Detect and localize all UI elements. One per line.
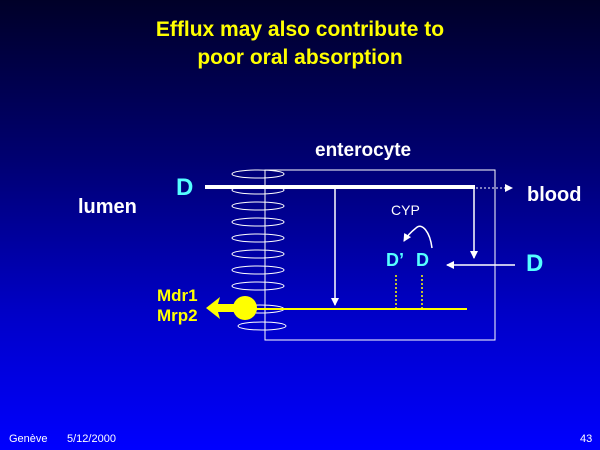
- drug-blood-label: D: [526, 250, 544, 277]
- cyp-metabolism-arrow: [403, 225, 433, 249]
- enterocyte-cell: [264, 169, 496, 341]
- title-line-1: Efflux may also contribute to: [155, 18, 445, 41]
- blood-label: blood: [527, 184, 582, 206]
- enterocyte-label: enterocyte: [315, 140, 412, 161]
- lumen-label: lumen: [78, 196, 137, 218]
- transporter-mdr1-label: Mdr1: [157, 286, 198, 305]
- slide-number: 43: [580, 433, 593, 445]
- footer-place: Genève: [9, 433, 48, 445]
- slide-title: Efflux may also contribute to poor oral …: [0, 16, 600, 72]
- drug-lumen-label: D: [176, 174, 194, 201]
- cyp-label: CYP: [391, 202, 420, 218]
- footer-date: 5/12/2000: [67, 433, 116, 445]
- drug-inner-label: D: [416, 250, 429, 270]
- efflux-pump-icon: [233, 296, 257, 320]
- transporter-mrp2-label: Mrp2: [157, 306, 198, 325]
- metabolite-label: D’: [386, 250, 404, 270]
- efflux-arrow: [206, 297, 236, 319]
- title-line-2: poor oral absorption: [197, 46, 403, 69]
